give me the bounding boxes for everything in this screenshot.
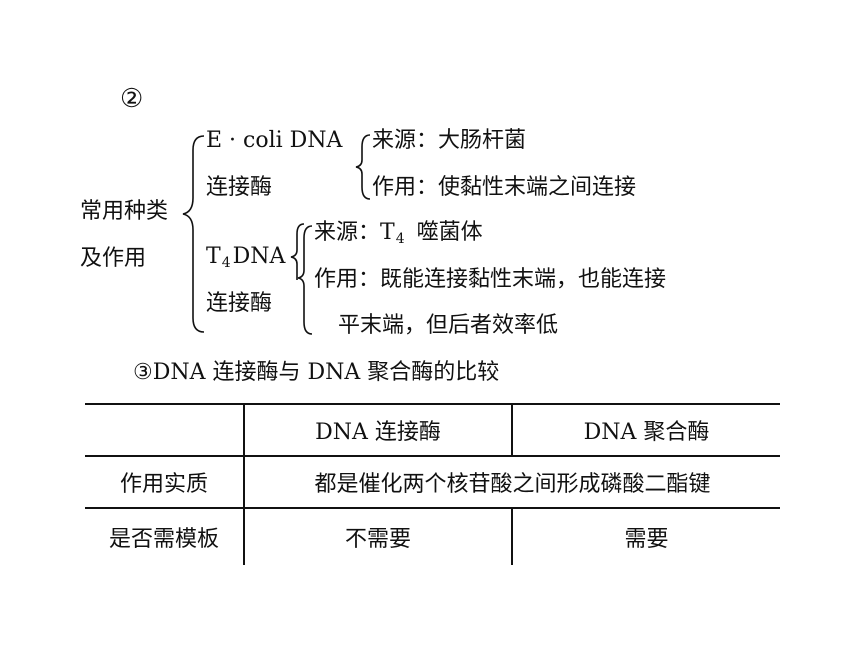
t4-source-prefix: 来源：T	[314, 220, 395, 245]
t4-source-subscript: 4	[395, 231, 405, 247]
table-header-polymerase: DNA 聚合酶	[511, 403, 780, 457]
t4-name-line1: T4DNA	[206, 244, 285, 272]
t4-function-line2: 平末端，但后者效率低	[338, 313, 559, 338]
t4-brace	[297, 225, 313, 335]
t4-name-prefix: T	[206, 244, 221, 269]
t4-source-suffix: 噬菌体	[416, 220, 483, 245]
row1-label: 作用实质	[85, 455, 245, 509]
row2-polymerase-value: 需要	[511, 507, 780, 565]
category-label-line2: 及作用	[80, 246, 147, 271]
table-row: 是否需模板 不需要 需要	[85, 507, 780, 565]
t4-name-brace	[290, 223, 305, 280]
t4-source: 来源：T4 噬菌体	[314, 220, 483, 248]
ecoli-name-line2: 连接酶	[206, 175, 273, 200]
ecoli-brace	[355, 134, 371, 200]
comparison-table: DNA 连接酶 DNA 聚合酶 作用实质 都是催化两个核苷酸之间形成磷酸二酯键 …	[85, 403, 780, 565]
ecoli-function: 作用：使黏性末端之间连接	[372, 175, 637, 200]
table-header-row: DNA 连接酶 DNA 聚合酶	[85, 403, 780, 457]
comparison-heading: ③DNA 连接酶与 DNA 聚合酶的比较	[133, 360, 500, 385]
row1-value: 都是催化两个核苷酸之间形成磷酸二酯键	[243, 455, 780, 509]
ecoli-source: 来源：大肠杆菌	[372, 128, 527, 153]
t4-name-suffix: DNA	[232, 244, 286, 269]
table-row: 作用实质 都是催化两个核苷酸之间形成磷酸二酯键	[85, 455, 780, 509]
table-header-empty	[85, 403, 245, 457]
t4-function-line1: 作用：既能连接黏性末端，也能连接	[314, 267, 667, 292]
t4-name-subscript: 4	[221, 255, 231, 271]
category-label-line1: 常用种类	[80, 199, 169, 224]
section-marker: ②	[120, 84, 144, 114]
row2-label: 是否需模板	[85, 507, 245, 565]
outer-brace	[182, 135, 205, 333]
t4-name-line2: 连接酶	[206, 291, 273, 316]
table-header-ligase: DNA 连接酶	[243, 403, 513, 457]
row2-ligase-value: 不需要	[243, 507, 513, 565]
ecoli-name-line1: E · coli DNA	[206, 128, 343, 153]
